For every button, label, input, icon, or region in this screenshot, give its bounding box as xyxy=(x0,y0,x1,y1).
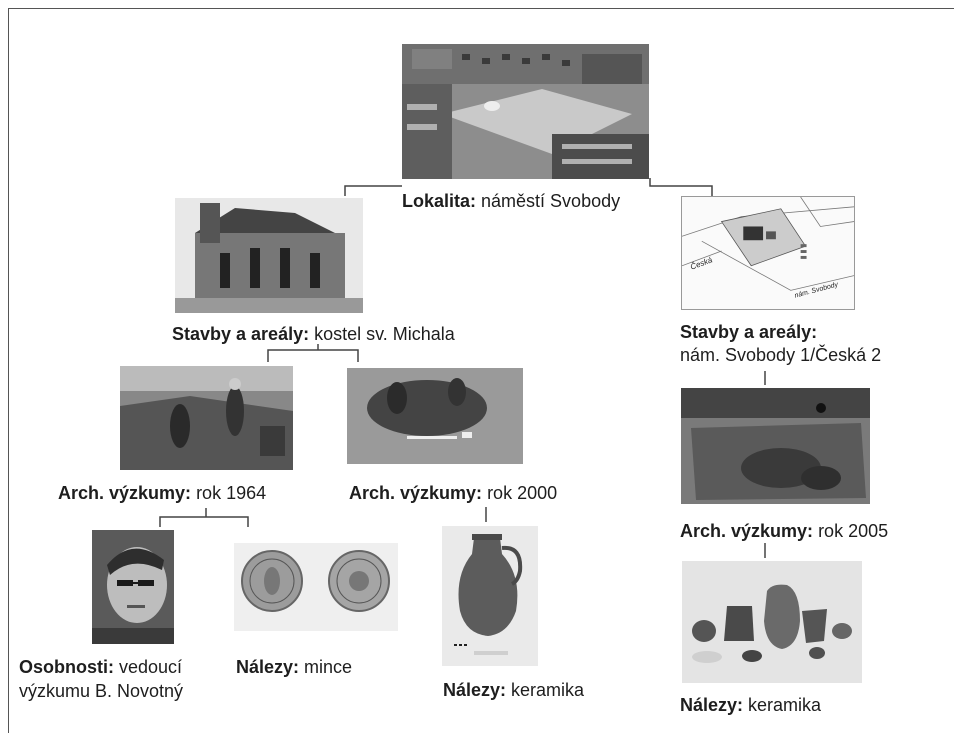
dig-2005-label-text: rok 2005 xyxy=(813,521,888,541)
dig-1964-photo xyxy=(120,366,293,470)
root-label-bold: Lokalita: xyxy=(402,191,476,211)
root-label-text: náměstí Svobody xyxy=(476,191,620,211)
building2-label-bold: Stavby a areály: xyxy=(680,322,817,342)
ceramics-2000-label: Nálezy: keramika xyxy=(443,679,584,701)
dig-2000-label-bold: Arch. výzkumy: xyxy=(349,483,482,503)
person-label-text: vedoucí xyxy=(114,657,182,677)
coins-photo xyxy=(234,543,398,631)
person-label-line2: výzkumu B. Novotný xyxy=(19,680,183,702)
connector-church-digs xyxy=(268,350,358,362)
dig-2000-photo xyxy=(347,368,523,464)
dig-1964-label-bold: Arch. výzkumy: xyxy=(58,483,191,503)
aerial-square-photo xyxy=(402,44,649,179)
person-portrait-photo xyxy=(92,530,174,644)
dig-2000-label-text: rok 2000 xyxy=(482,483,557,503)
church-label: Stavby a areály: kostel sv. Michala xyxy=(172,323,455,345)
building2-label-line1: Stavby a areály: xyxy=(680,321,817,343)
dig-1964-label: Arch. výzkumy: rok 1964 xyxy=(58,482,266,504)
jug-photo xyxy=(442,526,538,666)
connector-root-building2 xyxy=(650,178,712,196)
dig-2005-photo xyxy=(681,388,870,504)
dig-2000-label: Arch. výzkumy: rok 2000 xyxy=(349,482,557,504)
ceramics-2005-label-bold: Nálezy: xyxy=(680,695,743,715)
dig-2005-label-bold: Arch. výzkumy: xyxy=(680,521,813,541)
ceramics-2005-photo xyxy=(682,561,862,683)
root-label: Lokalita: náměstí Svobody xyxy=(402,190,620,212)
person-label-line1: Osobnosti: vedoucí xyxy=(19,656,182,678)
connector-1964-finds xyxy=(160,517,248,527)
connector-root-church xyxy=(345,186,402,196)
building2-label-line2: nám. Svobody 1/Česká 2 xyxy=(680,344,881,366)
site-plan-map: Česká nám. Svobody xyxy=(681,196,855,310)
ceramics-2005-label: Nálezy: keramika xyxy=(680,694,821,716)
coins-label-text: mince xyxy=(299,657,352,677)
church-label-text: kostel sv. Michala xyxy=(309,324,455,344)
church-photo xyxy=(175,198,363,313)
coins-label: Nálezy: mince xyxy=(236,656,352,678)
dig-1964-label-text: rok 1964 xyxy=(191,483,266,503)
church-label-bold: Stavby a areály: xyxy=(172,324,309,344)
ceramics-2005-label-text: keramika xyxy=(743,695,821,715)
ceramics-2000-label-bold: Nálezy: xyxy=(443,680,506,700)
ceramics-2000-label-text: keramika xyxy=(506,680,584,700)
dig-2005-label: Arch. výzkumy: rok 2005 xyxy=(680,520,888,542)
coins-label-bold: Nálezy: xyxy=(236,657,299,677)
person-label-bold: Osobnosti: xyxy=(19,657,114,677)
